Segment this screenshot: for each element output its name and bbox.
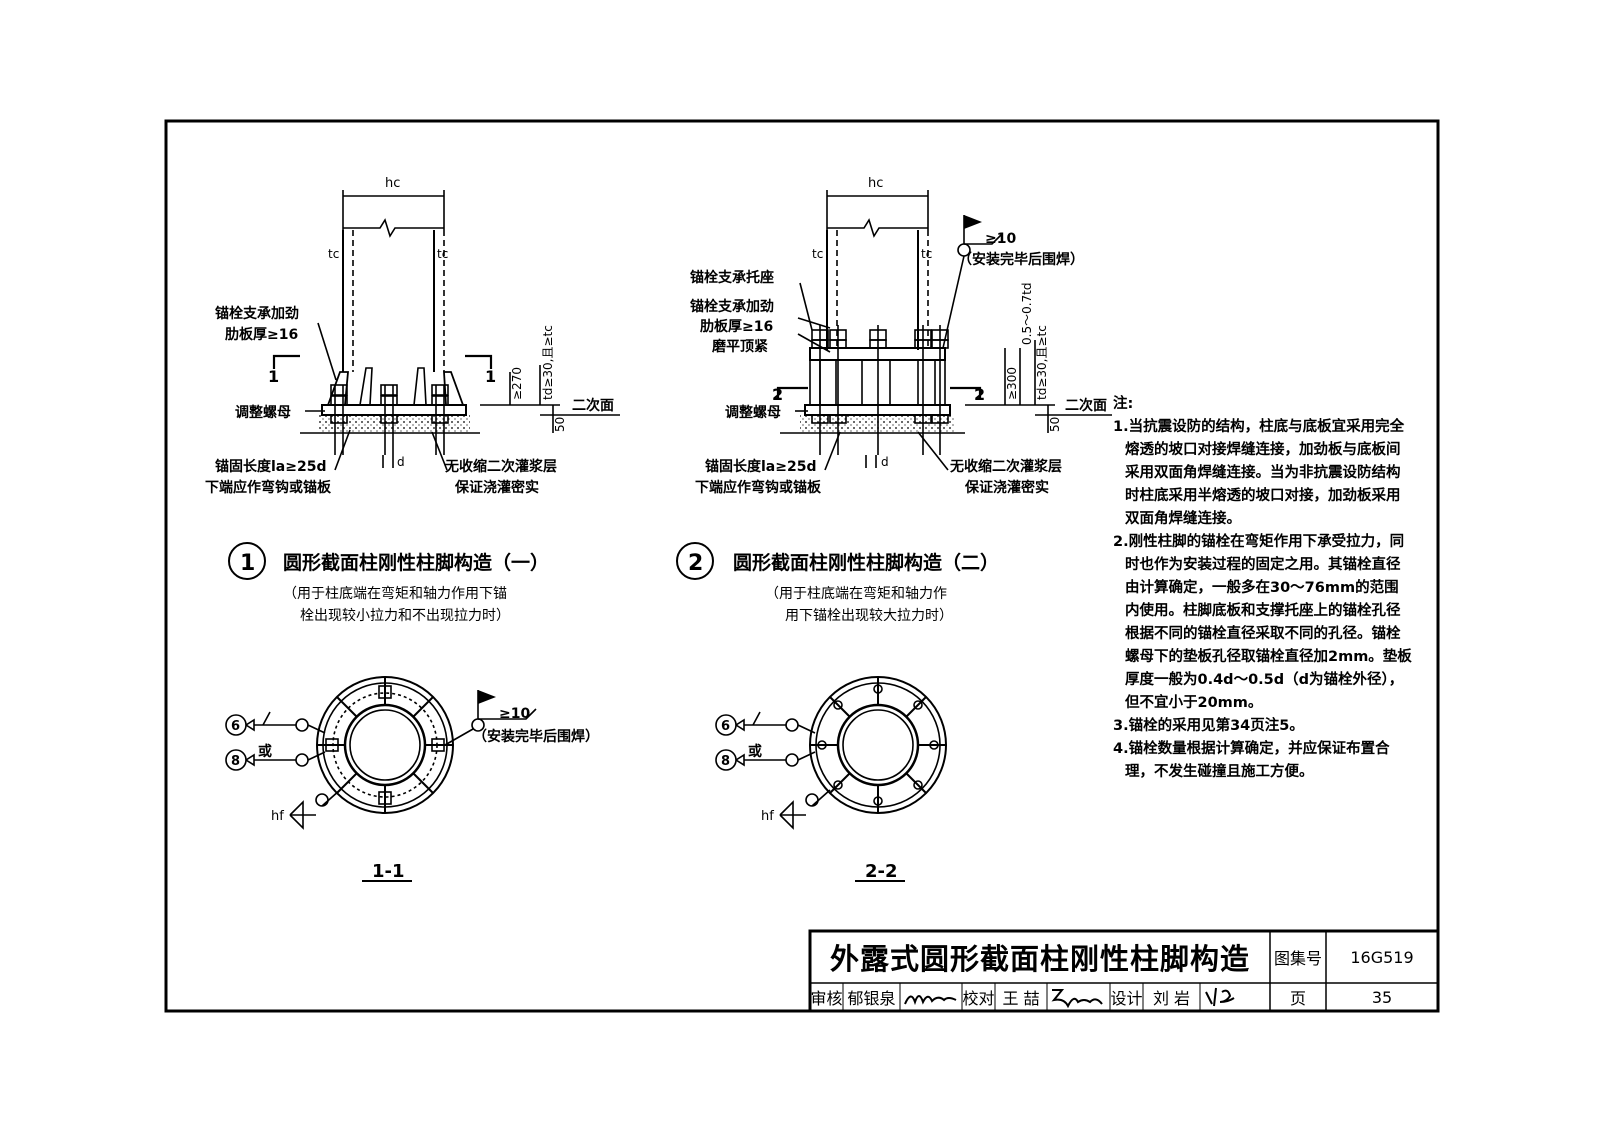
s1-label: 1-1 [372, 861, 405, 882]
design-label: 设计 [1110, 989, 1143, 1008]
d1-tc-right: tc [437, 247, 448, 261]
d2-anchor-label-1: 锚固长度la≥25d [705, 458, 816, 475]
note-item-4: 4.锚栓数量根据计算确定，并应保证布置合理，不发生碰撞且施工方便。 [1113, 741, 1390, 780]
section-1-1-plan [225, 676, 537, 882]
d2-stiff-label-2: 肋板厚≥16 [700, 318, 773, 335]
detail-2-labels: hc tc tc ≥10 （安装完毕后围焊） 锚栓支承托座 锚栓支承加劲 肋板厚… [690, 176, 1107, 496]
checker-name: 王 喆 [1002, 989, 1040, 1008]
s1-c6: 6 [231, 719, 240, 734]
s1-c8: 8 [231, 754, 240, 769]
d1-title: 圆形截面柱刚性柱脚构造（一） [283, 551, 549, 574]
d2-stiff-label-1: 锚栓支承加劲 [690, 298, 774, 315]
section-2-2-labels: 6 8 或 hf 2-2 [721, 719, 898, 882]
drawing-title: 外露式圆形截面柱刚性柱脚构造 [829, 942, 1250, 976]
s2-c6: 6 [721, 719, 730, 734]
s1-weld: ≥10 [499, 706, 530, 722]
d2-sub-1: （用于柱底端在弯矩和轴力作 [765, 585, 947, 602]
note-item-1: 1.当抗震设防的结构，柱底与底板宜采用完全熔透的坡口对接焊缝连接，加劲板与底板间… [1113, 419, 1405, 527]
note-item-3: 3.锚栓的采用见第34页注5。 [1113, 718, 1304, 734]
d1-cut-right: 1 [485, 367, 496, 386]
title-block: 外露式圆形截面柱刚性柱脚构造 图集号 16G519 审核 郁银泉 校对 王 喆 … [810, 931, 1438, 1011]
d2-cut-left: 2 [772, 385, 783, 404]
sheet-border [164, 119, 1440, 1013]
s1-weld-flag-icon [478, 690, 496, 704]
detail-1-labels: hc tc tc 锚栓支承加劲 肋板厚≥16 1 1 调整螺母 锚固长度la≥2… [205, 176, 614, 496]
d2-grind-label: 磨平顶紧 [712, 338, 768, 355]
section-1-1-labels: 6 8 或 hf ≥10 （安装完毕后围焊） 1-1 [231, 706, 599, 882]
d2-cut-right: 2 [974, 385, 985, 404]
notes-title: 注: [1113, 396, 1134, 412]
s1-hf: hf [271, 809, 284, 824]
detail-2-caption: 2 圆形截面柱刚性柱脚构造（二） （用于柱底端在弯矩和轴力作 用下锚栓出现较大拉… [676, 542, 999, 624]
d1-anchor-label-2: 下端应作弯钩或锚板 [205, 479, 332, 496]
d1-sub-2: 栓出现较小拉力和不出现拉力时） [300, 608, 510, 624]
d2-nut-label: 调整螺母 [725, 404, 781, 421]
d1-hc: hc [385, 176, 400, 191]
d2-weld-note: （安装完毕后围焊） [958, 251, 1084, 268]
d2-weld: ≥10 [985, 231, 1016, 247]
s1-weld-note: （安装完毕后围焊） [473, 728, 599, 745]
d1-second-face: 二次面 [572, 397, 614, 414]
d1-cut-left: 1 [268, 367, 279, 386]
d1-d: d [397, 455, 405, 469]
atlas-label: 图集号 [1273, 949, 1322, 968]
d1-sub-1: （用于柱底端在弯矩和轴力作用下锚 [283, 585, 507, 602]
d2-seat-label: 锚栓支承托座 [690, 269, 774, 286]
designer-signature [1205, 987, 1235, 1007]
d1-dim-td: td≥30,且≥tc [541, 325, 555, 400]
d2-num: 2 [688, 551, 703, 576]
d2-second-face: 二次面 [1065, 397, 1107, 414]
d1-tc-left: tc [328, 247, 339, 261]
d1-stiff-label-1: 锚栓支承加劲 [215, 305, 299, 322]
d1-dim-270: ≥270 [510, 367, 524, 400]
designer-name: 刘 岩 [1152, 989, 1191, 1008]
checker-signature [1051, 989, 1103, 1009]
d1-nut-label: 调整螺母 [235, 404, 291, 421]
d2-tc-left: tc [812, 247, 823, 261]
d2-d: d [881, 455, 889, 469]
d1-stiff-label-2: 肋板厚≥16 [225, 326, 298, 343]
page-label: 页 [1289, 989, 1306, 1008]
review-label: 审核 [810, 989, 843, 1008]
detail-1-caption: 1 圆形截面柱刚性柱脚构造（一） （用于柱底端在弯矩和轴力作用下锚 栓出现较小拉… [228, 542, 549, 624]
atlas-number: 16G519 [1350, 947, 1414, 967]
check-label: 校对 [962, 989, 995, 1008]
d2-hc: hc [868, 176, 883, 191]
d2-title: 圆形截面柱刚性柱脚构造（二） [733, 551, 999, 574]
d1-anchor-label-1: 锚固长度la≥25d [215, 458, 326, 475]
section-2-2-plan [715, 676, 947, 882]
d2-dim-td: td≥30,且≥tc [1035, 325, 1049, 400]
d2-grout-label-2: 保证浇灌密实 [964, 479, 1049, 496]
detail-2-elevation [776, 190, 1112, 471]
d2-dim-50: 50 [1048, 417, 1062, 432]
s2-c8: 8 [721, 754, 730, 769]
s1-or: 或 [258, 743, 272, 760]
d2-grout-label-1: 无收缩二次灌浆层 [949, 458, 1062, 475]
d1-num: 1 [240, 551, 255, 576]
d1-grout-label-1: 无收缩二次灌浆层 [444, 458, 557, 475]
reviewer-name: 郁银泉 [847, 989, 896, 1008]
reviewer-signature [904, 995, 957, 1006]
d1-dim-50: 50 [553, 417, 567, 432]
d1-grout-label-2: 保证浇灌密实 [454, 479, 539, 496]
s2-or: 或 [748, 743, 762, 760]
notes-block: 注: 1.当抗震设防的结构，柱底与底板宜采用完全熔透的坡口对接焊缝连接，加劲板与… [1113, 393, 1413, 784]
d2-dim-300: ≥300 [1005, 367, 1019, 400]
detail-1-elevation [272, 190, 620, 471]
d2-weld-flag-icon [964, 215, 982, 229]
d2-anchor-label-2: 下端应作弯钩或锚板 [695, 479, 822, 496]
d2-dim-range: 0.5～0.7td [1020, 283, 1034, 346]
s2-hf: hf [761, 809, 774, 824]
title-block-grid [808, 929, 1440, 1013]
s2-label: 2-2 [865, 861, 898, 882]
d2-tc-right: tc [921, 247, 932, 261]
note-item-2: 2.刚性柱脚的锚栓在弯矩作用下承受拉力，同时也作为安装过程的固定之用。其锚栓直径… [1113, 534, 1412, 711]
page-number: 35 [1371, 987, 1393, 1007]
d2-sub-2: 用下锚栓出现较大拉力时） [785, 608, 953, 624]
